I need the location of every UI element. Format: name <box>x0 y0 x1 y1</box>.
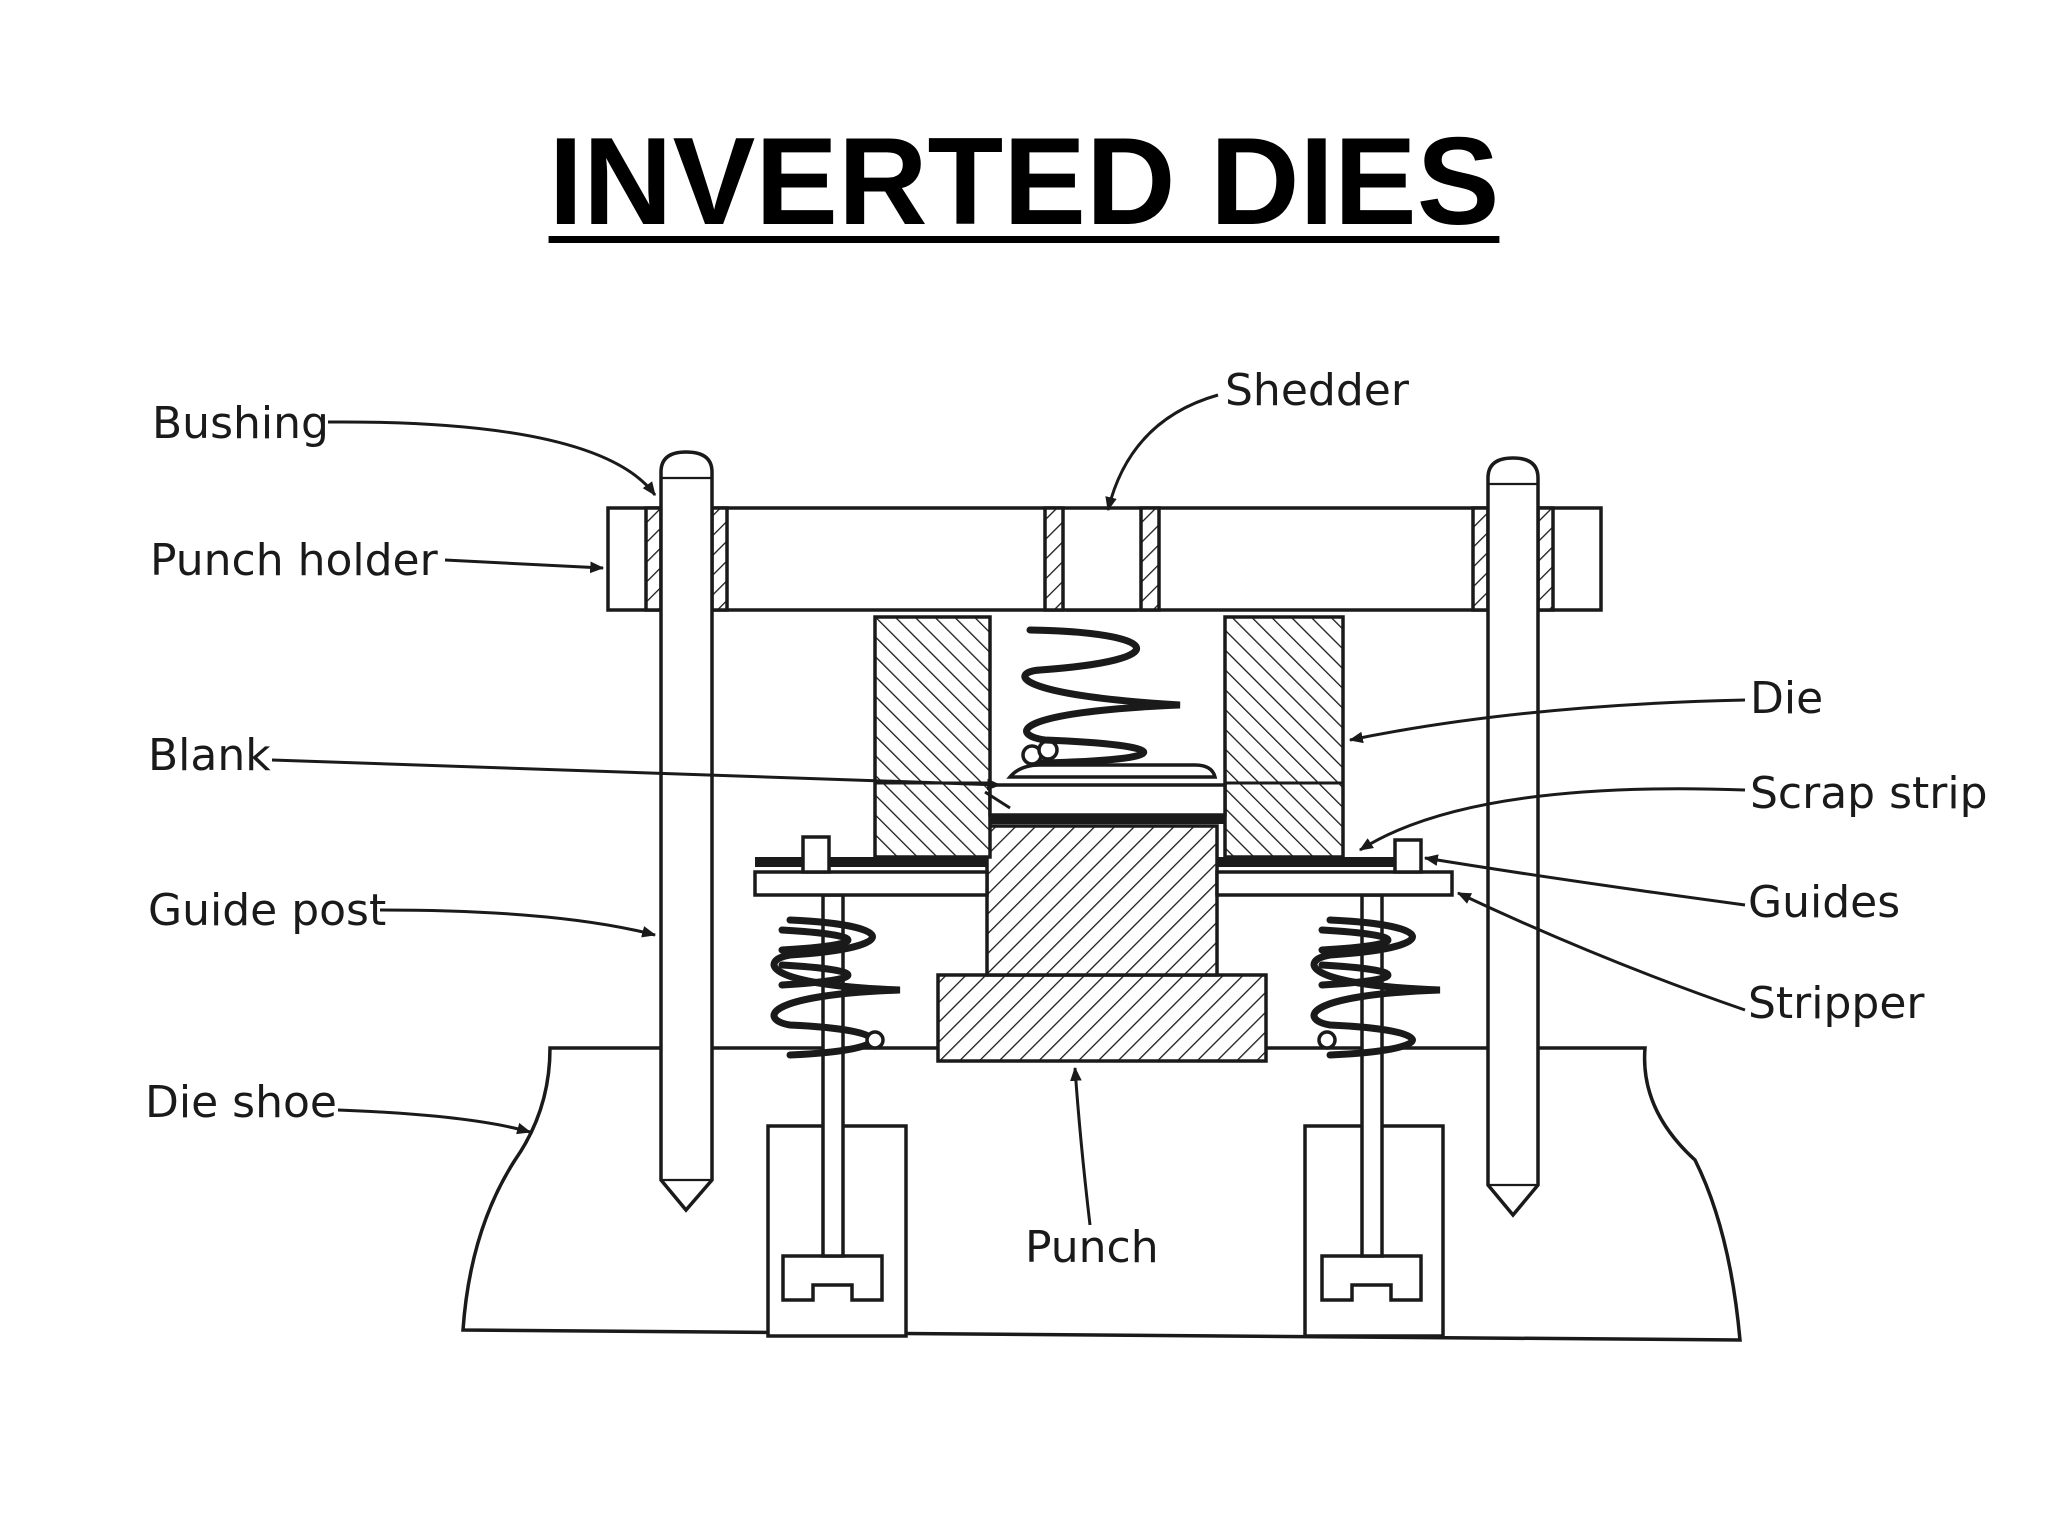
label-punch: Punch <box>1025 1222 1159 1273</box>
label-scrap-strip: Scrap strip <box>1750 768 1988 819</box>
leader-bushing <box>327 420 657 496</box>
guide-post-left <box>659 450 714 1213</box>
leader-blank <box>271 758 1002 791</box>
shedder-bushing-left <box>1043 506 1065 612</box>
punch-holder <box>606 506 1603 612</box>
leader-guides <box>1423 854 1746 907</box>
spring-seat-right <box>1317 1030 1337 1050</box>
guide-pin-right <box>1393 838 1423 874</box>
stripper-spring-left <box>770 916 901 1059</box>
label-stripper: Stripper <box>1748 978 1925 1029</box>
leader-shedder <box>1105 393 1219 512</box>
label-guide-post: Guide post <box>148 885 386 936</box>
die-shoe <box>461 1046 1742 1342</box>
blank-line <box>990 815 1225 824</box>
page-title: INVERTED DIES <box>0 120 2048 244</box>
label-guides: Guides <box>1748 877 1900 928</box>
leader-scrap-strip <box>1359 787 1746 852</box>
scrap-strip-right <box>1217 857 1407 867</box>
label-die: Die <box>1750 673 1823 724</box>
bushing-right-b <box>1536 506 1555 612</box>
label-blank: Blank <box>148 730 271 781</box>
bolt-head-left <box>781 1254 884 1302</box>
spring-seat-left <box>865 1030 885 1050</box>
label-bushing: Bushing <box>152 398 329 449</box>
punch-base <box>936 973 1268 1063</box>
leader-die <box>1348 698 1746 744</box>
scrap-strip-left <box>755 857 987 867</box>
leader-punch <box>1070 1066 1092 1226</box>
punch <box>985 824 1219 977</box>
page-title-text: INVERTED DIES <box>548 113 1500 251</box>
stripper-plate-right <box>1215 870 1454 897</box>
die-right <box>1223 615 1345 859</box>
guide-post-right <box>1486 456 1540 1218</box>
bushing-left-a <box>644 506 663 612</box>
blank-edge <box>984 790 1011 810</box>
blank <box>988 783 1227 817</box>
stripper-plate-left <box>753 870 989 897</box>
guide-pin-left <box>801 835 831 874</box>
shedder-bushing-right <box>1139 506 1161 612</box>
stripper-spring-right <box>1310 916 1441 1059</box>
bolt-head-right <box>1320 1254 1423 1302</box>
label-punch-holder: Punch holder <box>150 535 439 586</box>
bushing-left-b <box>710 506 729 612</box>
shedder-plate <box>1006 763 1218 779</box>
bushing-right-a <box>1471 506 1490 612</box>
leader-die-shoe <box>337 1108 532 1135</box>
shedder-spring <box>1021 626 1181 767</box>
leader-guide-post <box>379 908 657 938</box>
label-die-shoe: Die shoe <box>145 1077 337 1128</box>
label-shedder: Shedder <box>1225 365 1410 416</box>
die-left <box>873 615 992 859</box>
leader-punch-holder <box>444 558 605 574</box>
leader-stripper <box>1456 891 1746 1012</box>
